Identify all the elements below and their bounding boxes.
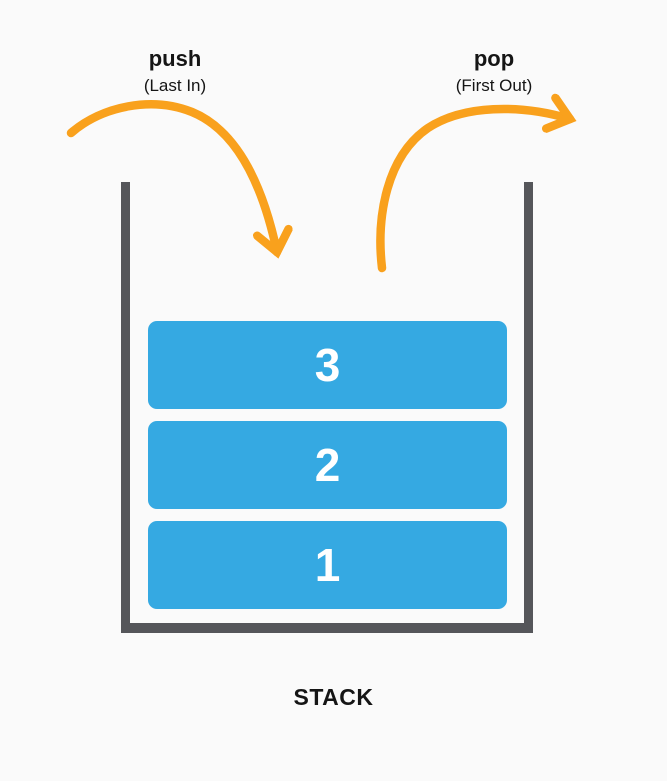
pop-label: pop (First Out)	[394, 45, 594, 99]
stack-item-value: 1	[314, 539, 341, 591]
push-title: push	[148, 46, 202, 71]
push-subtitle: (Last In)	[143, 76, 207, 95]
stack-item-top: 3	[148, 321, 507, 409]
stack-item-middle: 2	[148, 421, 507, 509]
stack-caption: STACK	[293, 684, 374, 710]
stack-item-bottom: 1	[148, 521, 507, 609]
stack-item-value: 3	[314, 339, 341, 391]
stack-container: 3 2 1	[121, 182, 533, 633]
push-label: push (Last In)	[75, 45, 275, 99]
stack-item-value: 2	[314, 439, 341, 491]
pop-subtitle: (First Out)	[455, 76, 533, 95]
pop-title: pop	[473, 46, 515, 71]
